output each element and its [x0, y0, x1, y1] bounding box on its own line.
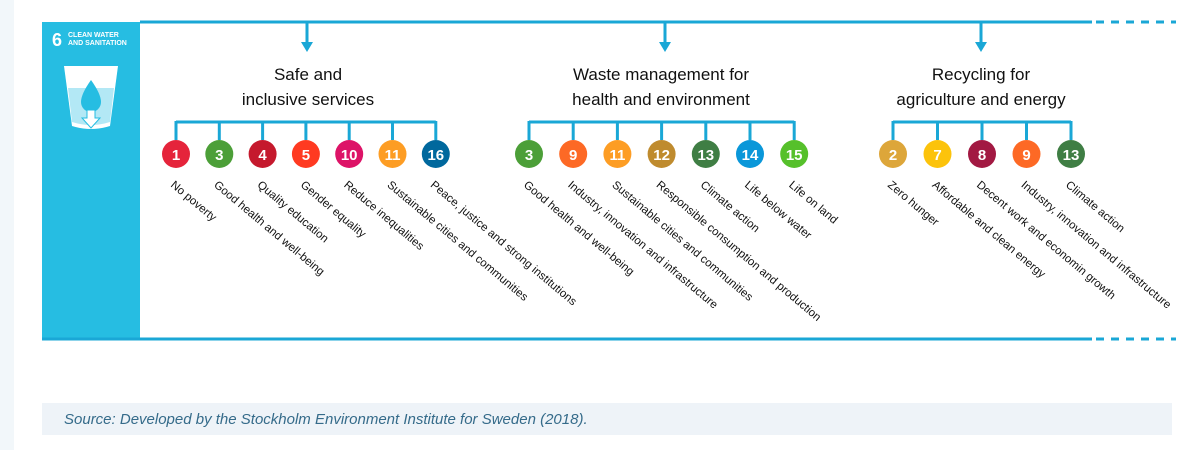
goal-circle [780, 140, 809, 168]
goal-number: 4 [258, 147, 267, 164]
group-title-recycling: Recycling for agriculture and energy [896, 65, 1066, 109]
goal-circle [378, 140, 407, 168]
goal-number: 3 [215, 147, 223, 164]
goal-circle [879, 140, 907, 168]
goal-circle [421, 140, 450, 168]
goal-number: 10 [341, 147, 358, 164]
sdg6-title-line1: CLEAN WATER [68, 32, 119, 39]
goal-circle [647, 140, 676, 168]
goal-circle [603, 140, 632, 168]
goal-circle [1057, 140, 1085, 168]
goal-number: 9 [569, 147, 577, 164]
goal-number: 1 [172, 147, 180, 164]
goal-circle [205, 140, 234, 168]
group-title-waste-management: Waste management for health and environm… [572, 65, 750, 109]
caption-box: Source: Developed by the Stockholm Envir… [42, 403, 1172, 435]
arrow-down-icon [659, 42, 671, 52]
goal-label: Peace, justice and strong institutions [428, 179, 579, 308]
goal-number: 2 [889, 147, 897, 164]
goal-circle [736, 140, 764, 168]
group-title-safe-services: Safe and inclusive services [241, 65, 375, 109]
goal-number: 7 [933, 147, 941, 164]
goal-number: 11 [385, 147, 401, 164]
goal-number: 3 [525, 147, 533, 164]
arrow-down-icon [975, 42, 987, 52]
goal-circle [691, 140, 720, 168]
water-glass-icon [64, 66, 118, 129]
goal-label: Reduce inequalities [341, 179, 426, 253]
goal-circle [515, 140, 543, 168]
goal-number: 14 [742, 147, 759, 164]
goal-number: 5 [302, 147, 310, 164]
sdg6-number: 6 [52, 30, 63, 50]
goal-number: 13 [1063, 147, 1080, 164]
goal-circle [1012, 140, 1041, 168]
goal-circle [923, 140, 952, 168]
goal-circle [162, 140, 190, 168]
goal-number: 16 [427, 147, 444, 164]
sdg6-title-line2: AND SANITATION [68, 40, 127, 47]
goal-circle [335, 140, 364, 168]
goal-number: 15 [786, 147, 803, 164]
goal-number: 8 [978, 147, 986, 164]
goal-circle [559, 140, 588, 168]
goal-number: 9 [1022, 147, 1030, 164]
goal-circle [291, 140, 320, 168]
goal-label: Quality education [255, 179, 331, 245]
arrow-down-icon [301, 42, 313, 52]
figure-panel [14, 0, 1200, 450]
goal-circle [248, 140, 277, 168]
goal-label: No poverty [168, 179, 219, 224]
sdg6-tile: 6 CLEAN WATER AND SANITATION [42, 22, 140, 340]
sdg6-title: CLEAN WATER AND SANITATION [68, 32, 132, 48]
goal-label: Responsible consumption and production [654, 179, 823, 324]
source-caption: Source: Developed by the Stockholm Envir… [64, 411, 588, 428]
goal-circle [968, 140, 996, 168]
goal-number: 13 [697, 147, 714, 164]
goal-number: 12 [653, 147, 670, 164]
goal-number: 11 [609, 147, 625, 164]
